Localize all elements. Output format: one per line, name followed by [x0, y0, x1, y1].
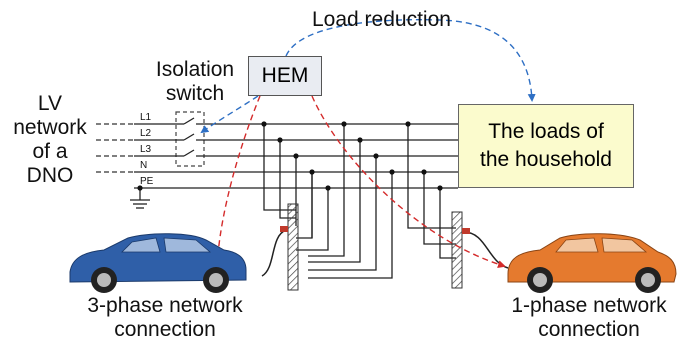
- plug-tips: [280, 226, 470, 234]
- left-car-caption-line1: 3-phase network: [87, 294, 243, 317]
- isolation-switch-line2: switch: [165, 82, 225, 105]
- junction-dots: [137, 121, 443, 191]
- earth-symbol: [130, 188, 150, 209]
- left-car-caption-line2: connection: [114, 318, 216, 341]
- isolation-switch-line1: Isolation: [155, 58, 235, 81]
- lv-network-line2: network: [13, 116, 87, 139]
- left-bundle: [308, 124, 393, 279]
- left-car-icon: [69, 233, 247, 293]
- lv-network-line3: of a: [32, 140, 68, 163]
- hem-box: HEM: [248, 56, 322, 96]
- switch-contacts: [183, 117, 195, 157]
- right-car-icon: [507, 233, 677, 293]
- lv-network-line1: LV: [37, 92, 63, 115]
- isolation-switch-label: Isolation switch: [146, 58, 244, 106]
- right-drop-lines: [407, 124, 456, 259]
- lv-network-line4: DNO: [26, 164, 74, 187]
- left-car-caption: 3-phase network connection: [60, 294, 270, 342]
- lv-network-label: LV network of a DNO: [2, 92, 98, 188]
- isolation-switch-box: [175, 111, 205, 167]
- incoming-dashed-lines: [96, 123, 134, 173]
- conductor-label-l2: L2: [140, 128, 152, 139]
- charging-cables: [261, 229, 509, 277]
- conductor-label-l3: L3: [140, 144, 152, 155]
- household-loads-box: The loads of the household: [458, 104, 634, 188]
- conductor-label-l1: L1: [140, 112, 152, 123]
- conductor-label-n: N: [140, 160, 148, 171]
- right-car-caption-line1: 1-phase network: [511, 294, 667, 317]
- hem-to-left-car-arrow: [214, 95, 261, 256]
- load-reduction-label: Load reduction: [312, 8, 451, 31]
- conductor-label-pe: PE: [140, 176, 154, 187]
- right-car-caption-line2: connection: [538, 318, 640, 341]
- left-wall: [287, 203, 299, 291]
- hem-to-right-car-arrow: [311, 95, 506, 269]
- right-wall: [451, 211, 463, 289]
- load-reduction-arrow: [285, 18, 536, 102]
- hem-to-switch-arrow: [200, 95, 259, 134]
- right-car-caption: 1-phase network connection: [486, 294, 692, 342]
